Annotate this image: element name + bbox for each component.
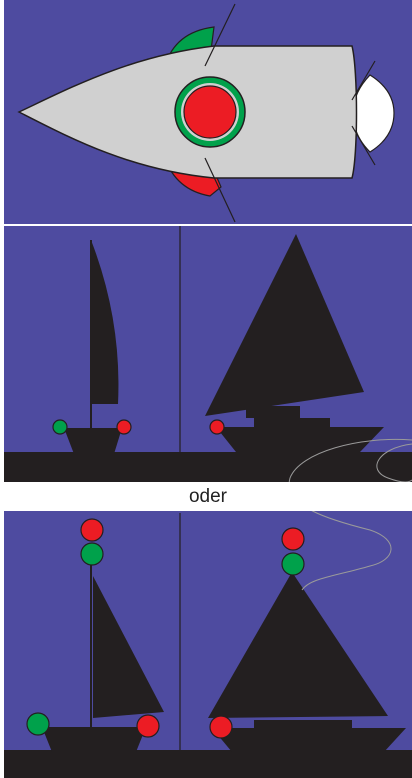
hull-side (212, 720, 406, 752)
mainsail (91, 240, 119, 404)
green-masthead-light (80, 542, 104, 566)
lower-panels (4, 511, 412, 778)
water-band-middle (4, 452, 412, 482)
sector-line-stern-upper (351, 60, 376, 101)
red-masthead-light (281, 527, 305, 551)
boom-sail (246, 406, 300, 418)
red-sidelight (116, 419, 132, 435)
sail (93, 576, 164, 718)
sail (205, 234, 364, 416)
green-sidelight (26, 712, 50, 736)
tricolour-light-center (183, 85, 237, 139)
sailboat-upper-right (205, 234, 384, 452)
hull-side (42, 727, 146, 752)
green-masthead-light (281, 552, 305, 576)
sector-line-starboard (204, 3, 236, 67)
red-masthead-light (80, 518, 104, 542)
sail (208, 572, 388, 718)
sailboat-lower-left (26, 518, 164, 752)
red-sidelight (136, 714, 160, 738)
sailboat-lower-right (208, 527, 406, 752)
hull-side (64, 428, 122, 454)
sector-line-stern-lower (351, 125, 376, 166)
water-band-lower (4, 750, 412, 778)
hull-side (216, 418, 384, 452)
sailboat-upper-left (52, 240, 132, 454)
top-view-panel (4, 0, 412, 224)
scribble-line (288, 438, 412, 591)
middle-panels (4, 226, 412, 482)
sector-line-port (204, 157, 236, 223)
red-sidelight (209, 715, 233, 739)
green-sidelight (52, 419, 68, 435)
red-sidelight (209, 419, 225, 435)
